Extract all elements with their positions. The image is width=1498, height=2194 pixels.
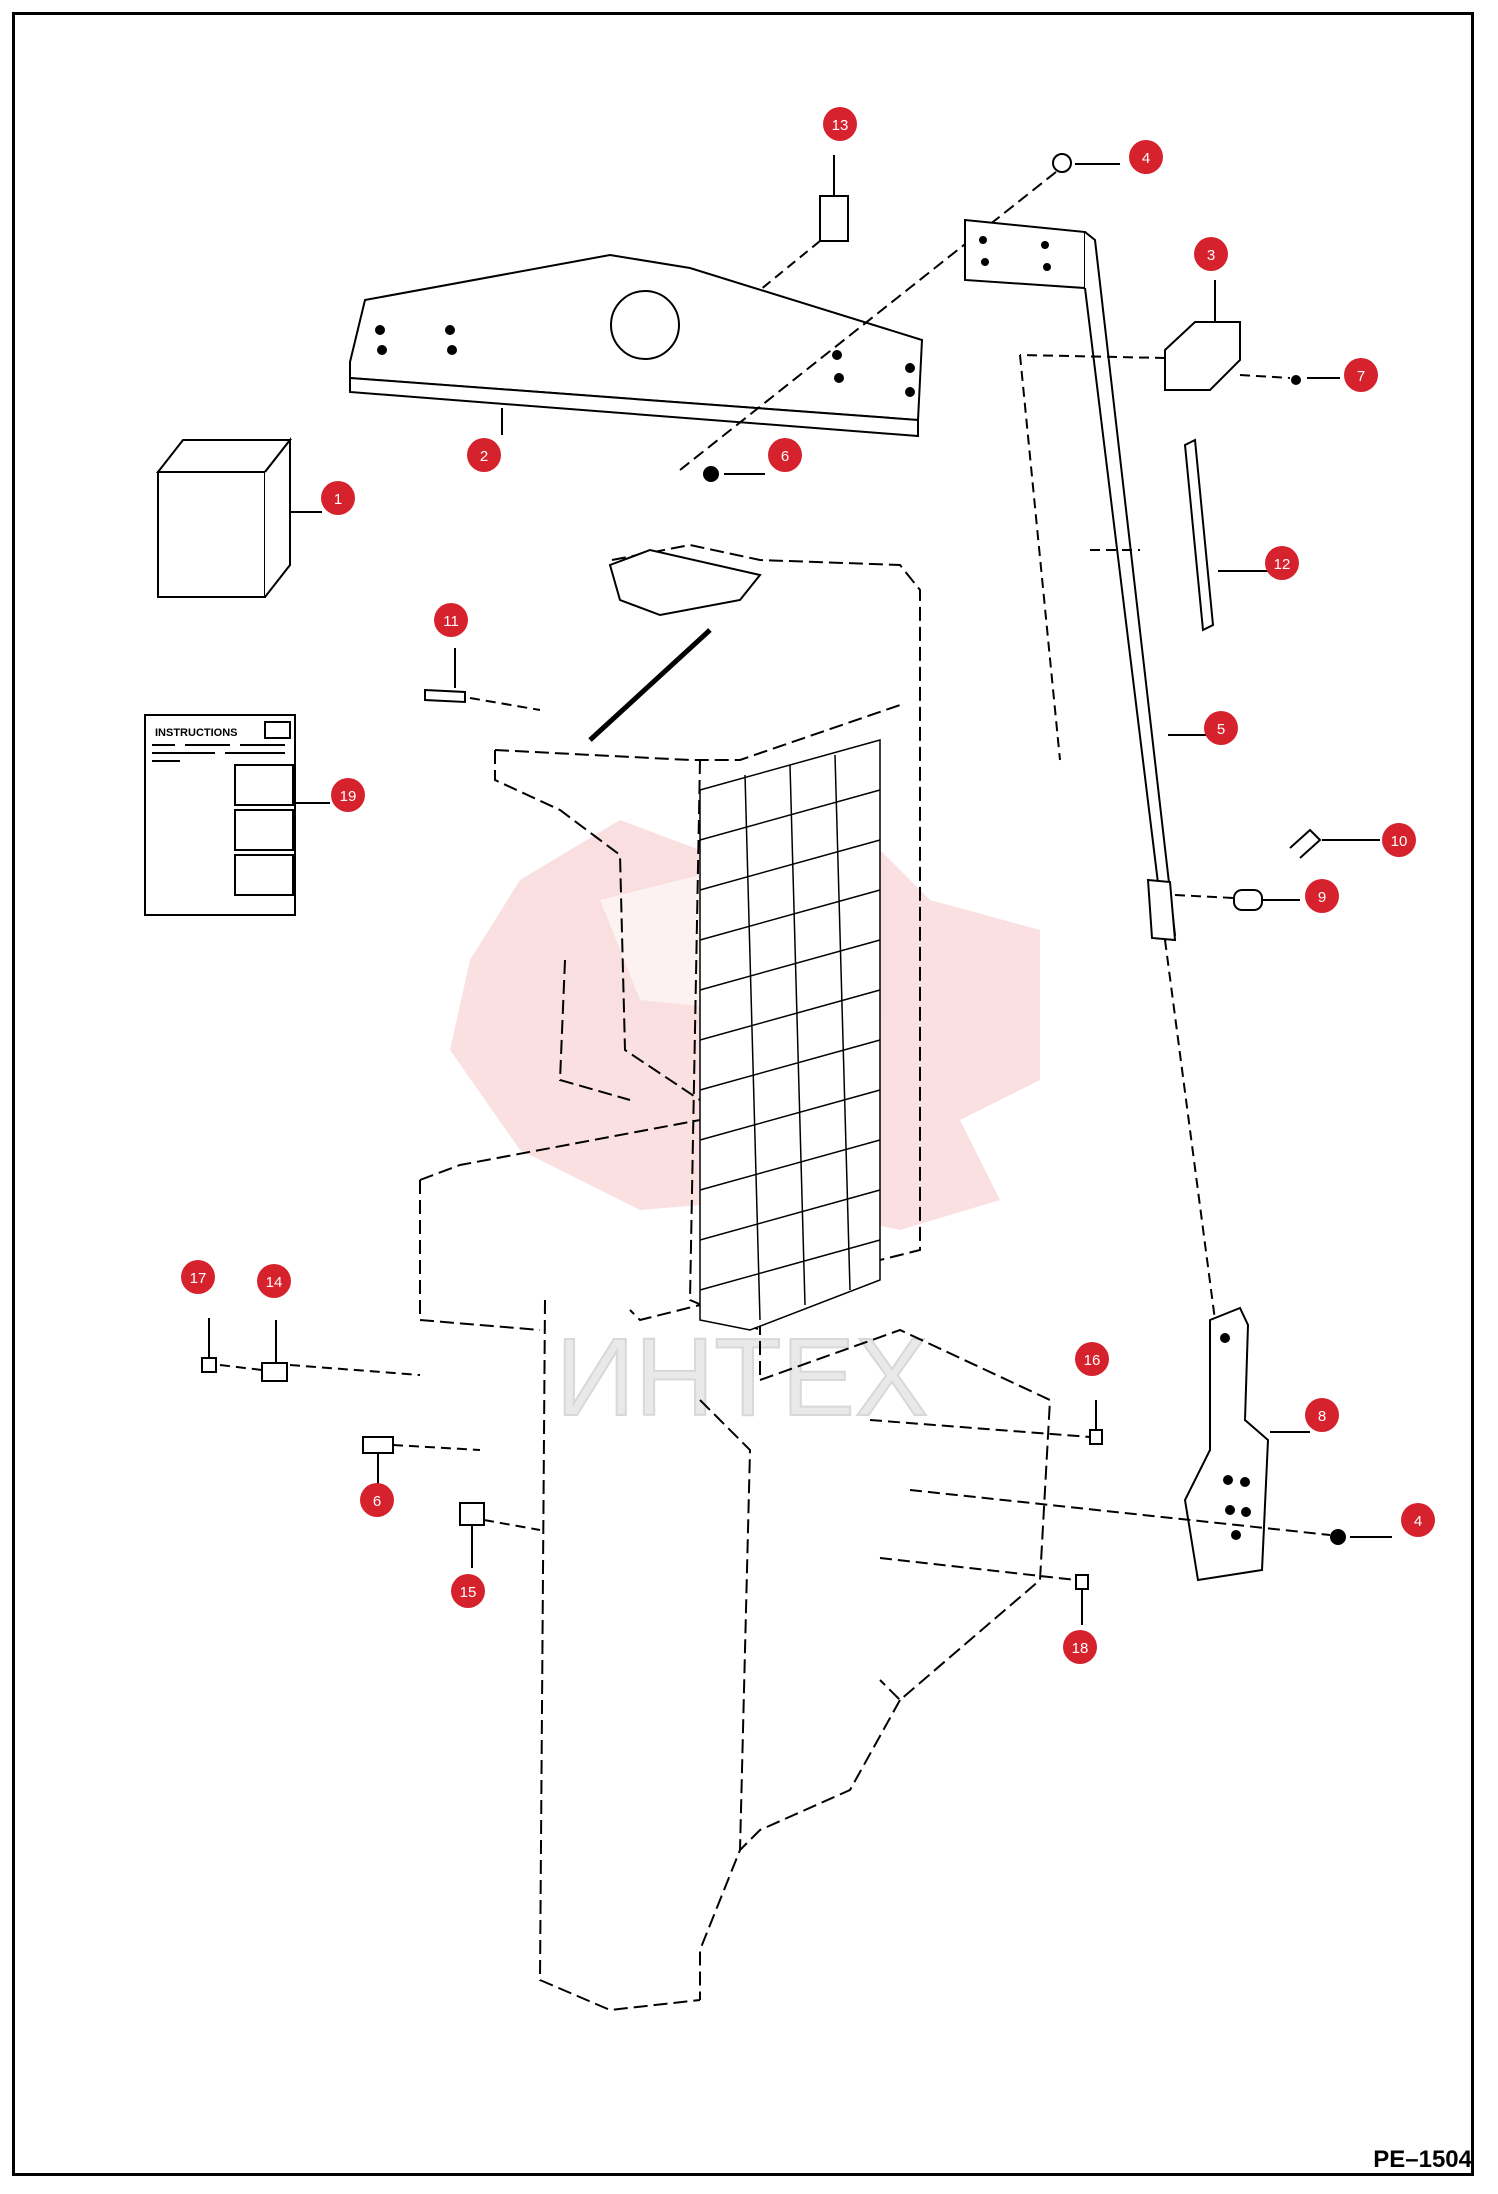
svg-text:8: 8 (1318, 1408, 1326, 1425)
svg-text:11: 11 (443, 613, 459, 630)
callout[interactable]: 15 (451, 1574, 485, 1608)
part-18-bolt (879, 1557, 1089, 1625)
svg-text:16: 16 (1084, 1352, 1101, 1369)
svg-text:19: 19 (340, 788, 357, 805)
callout[interactable]: 13 (823, 107, 857, 141)
callout[interactable]: 5 (1204, 711, 1238, 745)
svg-text:1: 1 (334, 491, 342, 508)
part-13-pad (759, 155, 849, 291)
callout[interactable]: 10 (1382, 823, 1416, 857)
part-4-nut-lower (909, 1489, 1392, 1545)
part-15-block (459, 1502, 541, 1568)
callout[interactable]: 6 (360, 1483, 394, 1517)
part-14-block (219, 1320, 421, 1382)
callout[interactable]: 8 (1305, 1398, 1339, 1432)
callout[interactable]: 6 (768, 438, 802, 472)
callout[interactable]: 11 (434, 603, 468, 637)
callout[interactable]: 4 (1401, 1503, 1435, 1537)
part-16-bolt (869, 1400, 1103, 1445)
part-6-bolt-lower (362, 1436, 481, 1488)
callout[interactable]: 12 (1265, 546, 1299, 580)
svg-text:7: 7 (1357, 368, 1365, 385)
callout[interactable]: 7 (1344, 358, 1378, 392)
callout[interactable]: 17 (181, 1260, 215, 1294)
callout[interactable]: 2 (467, 438, 501, 472)
svg-text:4: 4 (1414, 1513, 1422, 1530)
part-6-nut-upper (703, 466, 765, 482)
callout[interactable]: 3 (1194, 237, 1228, 271)
svg-text:9: 9 (1318, 889, 1326, 906)
callout[interactable]: 9 (1305, 879, 1339, 913)
part-7-screw (1291, 375, 1340, 385)
part-10-pin (1289, 828, 1380, 859)
callout[interactable]: 4 (1129, 140, 1163, 174)
part-3-clamp (1019, 280, 1291, 761)
svg-text:13: 13 (832, 117, 849, 134)
svg-text:6: 6 (373, 1493, 381, 1510)
svg-text:3: 3 (1207, 247, 1215, 264)
callout[interactable]: 1 (321, 481, 355, 515)
top-cover (588, 548, 762, 742)
part-1-box (155, 437, 322, 598)
svg-text:5: 5 (1217, 721, 1225, 738)
part-8-bracket (1183, 1306, 1310, 1582)
svg-text:10: 10 (1391, 833, 1408, 850)
svg-text:17: 17 (190, 1270, 207, 1287)
watermark-text: ИНТЕХ (556, 1316, 928, 1439)
page-border (12, 12, 1474, 2176)
drawing-code: PE–1504 (1373, 2146, 1472, 2173)
svg-text:2: 2 (480, 448, 488, 465)
svg-text:14: 14 (266, 1274, 283, 1291)
callout[interactable]: 19 (331, 778, 365, 812)
part-4-nut-top (679, 153, 1120, 471)
svg-text:15: 15 (460, 1584, 477, 1601)
part-9-bushing (1164, 889, 1300, 1321)
svg-text:18: 18 (1072, 1640, 1089, 1657)
part-5-brace (964, 218, 1210, 942)
svg-text:4: 4 (1142, 150, 1150, 167)
svg-text:12: 12 (1274, 556, 1291, 573)
part-19-instruction-card (144, 714, 330, 916)
part-17-bolt (201, 1318, 217, 1373)
part-2-top-plate (349, 253, 924, 438)
radiator-grille (699, 739, 881, 1331)
callout[interactable]: 16 (1075, 1342, 1109, 1376)
instruction-card-title: INSTRUCTIONS (155, 727, 238, 739)
part-12-strip (1183, 438, 1268, 632)
svg-text:6: 6 (781, 448, 789, 465)
callout[interactable]: 18 (1063, 1630, 1097, 1664)
part-11-bolt (424, 648, 541, 711)
callout[interactable]: 14 (257, 1264, 291, 1298)
